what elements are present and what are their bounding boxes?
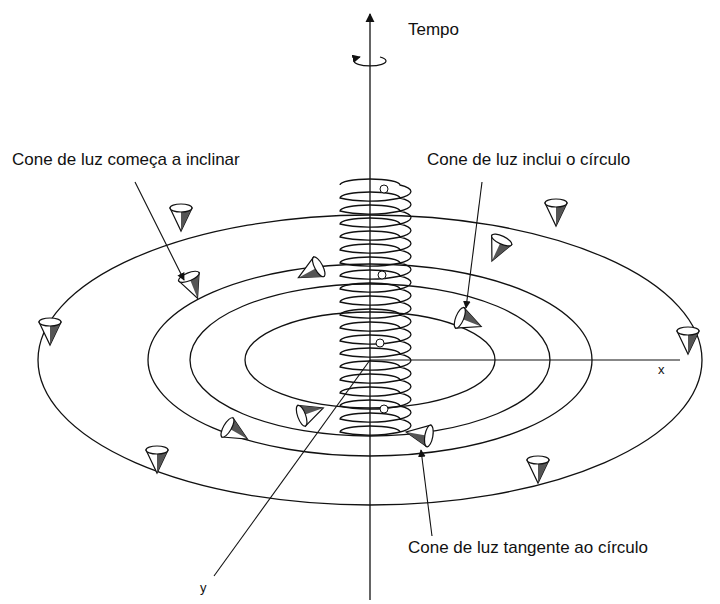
- callout-label: Cone de luz tangente ao círculo: [408, 538, 648, 558]
- callout-label: Cone de luz começa a inclinar: [12, 150, 240, 170]
- axis-label: x: [658, 362, 665, 378]
- axis-title: Tempo: [408, 20, 459, 40]
- callout-label: Cone de luz inclui o círculo: [427, 150, 630, 170]
- axis-label: y: [200, 580, 207, 596]
